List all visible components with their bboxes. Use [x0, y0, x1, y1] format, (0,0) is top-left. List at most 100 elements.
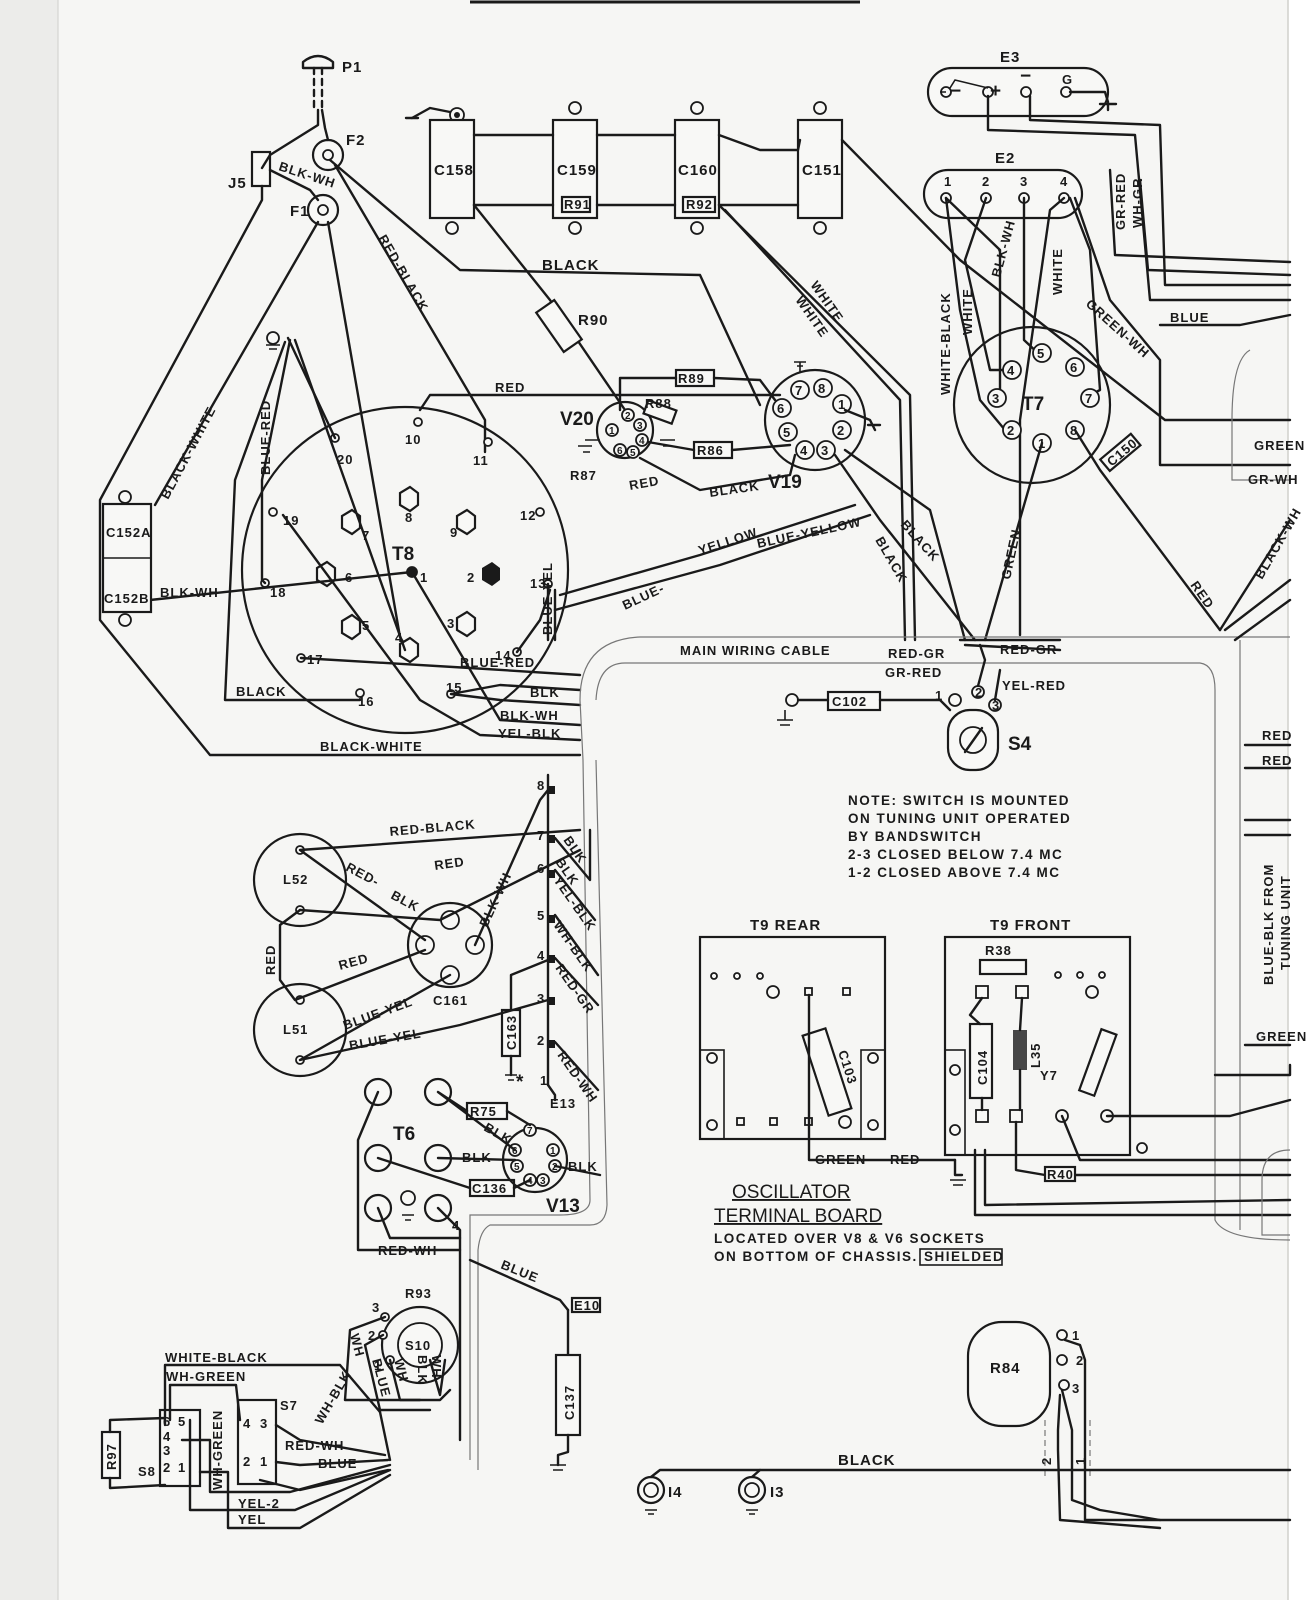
- t8-term-13: 13: [530, 576, 546, 591]
- s8-term-5: 5: [178, 1414, 186, 1429]
- t8-term-11: 11: [473, 453, 489, 468]
- t8-term-18: 18: [270, 585, 286, 600]
- caption-located: LOCATED OVER V8 & V6 SOCKETS: [714, 1231, 985, 1246]
- s10-term-3: 3: [372, 1300, 380, 1315]
- label-r84: R84: [990, 1360, 1021, 1377]
- wire-label-blk-t6: BLK: [482, 1120, 515, 1148]
- wire-label-blue-red: BLUE-RED: [258, 400, 273, 475]
- wire-label-red: RED: [495, 380, 525, 395]
- label-c159: C159: [557, 162, 597, 179]
- v19-pin-1: 1: [838, 397, 846, 412]
- resistor-r75: R75: [465, 1101, 509, 1121]
- s7-term-4: 4: [243, 1416, 251, 1431]
- wire-label-wh-blk-r93: WH-BLK: [312, 1368, 354, 1426]
- t9-rear-board: T9 REAR C103 GREEN RED: [698, 917, 957, 1167]
- note-line-2: ON TUNING UNIT OPERATED: [848, 811, 1071, 826]
- capacitor-c163: C163: [500, 958, 550, 1081]
- v13-pin-3: 3: [540, 1176, 546, 1187]
- wire-label-yel-blk: YEL-BLK: [498, 726, 561, 741]
- label-s10: S10: [405, 1338, 431, 1353]
- switch-s8: 6 5 4 3 2 1 S8: [138, 1408, 202, 1488]
- v13-pin-7: 7: [527, 1126, 533, 1137]
- wire-label-blue-yel-2: BLUE-YEL: [348, 1026, 422, 1053]
- label-l35: L35: [1028, 1043, 1043, 1068]
- wire-label-red-t9: RED: [890, 1152, 920, 1167]
- wire-label-blk-v13: BLK: [568, 1159, 598, 1174]
- capacitor-c102: C102: [777, 690, 952, 726]
- label-l52: L52: [283, 872, 308, 887]
- note-line-5: 1-2 CLOSED ABOVE 7.4 MC: [848, 865, 1061, 880]
- t8-tap-4: 4: [395, 630, 403, 645]
- label-c152a: C152A: [106, 525, 151, 540]
- tube-socket-v19: 7 8 6 1 5 2 4 3 V19: [763, 361, 867, 493]
- wire-label-black-v20: BLACK: [708, 478, 760, 500]
- resistor-r97: R97: [100, 1416, 167, 1490]
- t8-term-19: 19: [283, 513, 299, 528]
- r84-term-1: 1: [1072, 1328, 1080, 1343]
- t7-pin-5: 5: [1037, 346, 1045, 361]
- t8-tap-8: 8: [405, 510, 413, 525]
- wire-label-red-wh-t6: RED-WH: [378, 1243, 437, 1258]
- v19-pin-6: 6: [777, 401, 785, 416]
- v13-pin-1: 1: [550, 1146, 556, 1157]
- wire-label-blk-wh-t8: BLK-WH: [500, 708, 559, 723]
- s4-term-3: 3: [992, 698, 1000, 713]
- edge-label-blue-blk-from: BLUE-BLK FROM: [1261, 864, 1276, 985]
- capacitor-c136: C136: [468, 1178, 516, 1198]
- label-r40: R40: [1047, 1167, 1074, 1182]
- s8-term-2: 2: [163, 1460, 171, 1475]
- wire-label-wh-green: WH-GREEN: [166, 1369, 246, 1384]
- v13-pin-6: 6: [512, 1146, 518, 1157]
- strip-term-8: 8: [537, 778, 545, 793]
- strip-star: *: [516, 1072, 524, 1093]
- e2-term-1: 1: [944, 174, 952, 189]
- resistor-r91: R91: [560, 195, 592, 214]
- strip-term-1: 1: [540, 1073, 548, 1088]
- label-c161: C161: [433, 993, 468, 1008]
- wire-label-black-v19b: BLACK: [872, 534, 910, 585]
- wire-label-blk-l: BLK: [389, 887, 422, 914]
- e3-term-3: −: [1020, 66, 1031, 87]
- label-r90: R90: [578, 312, 609, 329]
- wire-label-blue-yel: BLUE-YEL: [540, 562, 555, 635]
- label-c158: C158: [434, 162, 474, 179]
- edge-label-red-1: RED: [1262, 728, 1292, 743]
- v19-pin-4: 4: [800, 443, 808, 458]
- wire-label-white-black-s: WHITE-BLACK: [165, 1350, 268, 1365]
- left-margin: [0, 0, 58, 1600]
- label-s8: S8: [138, 1464, 156, 1479]
- t7-pin-6: 6: [1070, 360, 1078, 375]
- wire-label-blue-yel-1: BLUE-YEL: [341, 994, 415, 1033]
- bottom-term-1: 1: [1073, 1457, 1088, 1465]
- label-e13: E13: [550, 1096, 576, 1111]
- s7-term-1: 1: [260, 1454, 268, 1469]
- t7-pin-8: 8: [1070, 423, 1078, 438]
- edge-label-red-2: RED: [1262, 753, 1292, 768]
- t9-front-board: T9 FRONT R38 C104 L35 Y7 R40: [943, 917, 1292, 1217]
- label-main-wiring-cable: MAIN WIRING CABLE: [680, 643, 831, 658]
- resistor-r86: R86: [692, 440, 734, 460]
- label-r97: R97: [104, 1443, 119, 1470]
- note-line-3: BY BANDSWITCH: [848, 829, 982, 844]
- t8-term-16: 16: [358, 694, 374, 709]
- v13-pin-5: 5: [514, 1162, 520, 1173]
- v19-pin-3: 3: [821, 443, 829, 458]
- right-margin: [1288, 0, 1316, 1600]
- v20-pin-6: 6: [617, 446, 623, 457]
- label-c137: C137: [562, 1385, 577, 1420]
- wire-label-black: BLACK: [542, 257, 600, 274]
- s4-term-2: 2: [975, 685, 983, 700]
- ground-top: [404, 106, 465, 123]
- edge-label-tuning-unit: TUNING UNIT: [1278, 875, 1293, 970]
- label-c104: C104: [975, 1050, 990, 1085]
- transformer-t8: 20 10 11 12 13 14 15 16 17 18 19 1 2 3 4…: [240, 331, 570, 735]
- label-r75: R75: [470, 1104, 497, 1119]
- label-e10: E10: [574, 1298, 600, 1313]
- label-r38: R38: [985, 943, 1012, 958]
- wire-label-wh-1: WH: [347, 1332, 368, 1359]
- wire-label-white-e2b: WHITE: [1050, 248, 1065, 295]
- v20-pin-2: 2: [625, 411, 631, 422]
- strip-term-3: 3: [537, 991, 545, 1006]
- resistor-r89: R89: [674, 368, 716, 388]
